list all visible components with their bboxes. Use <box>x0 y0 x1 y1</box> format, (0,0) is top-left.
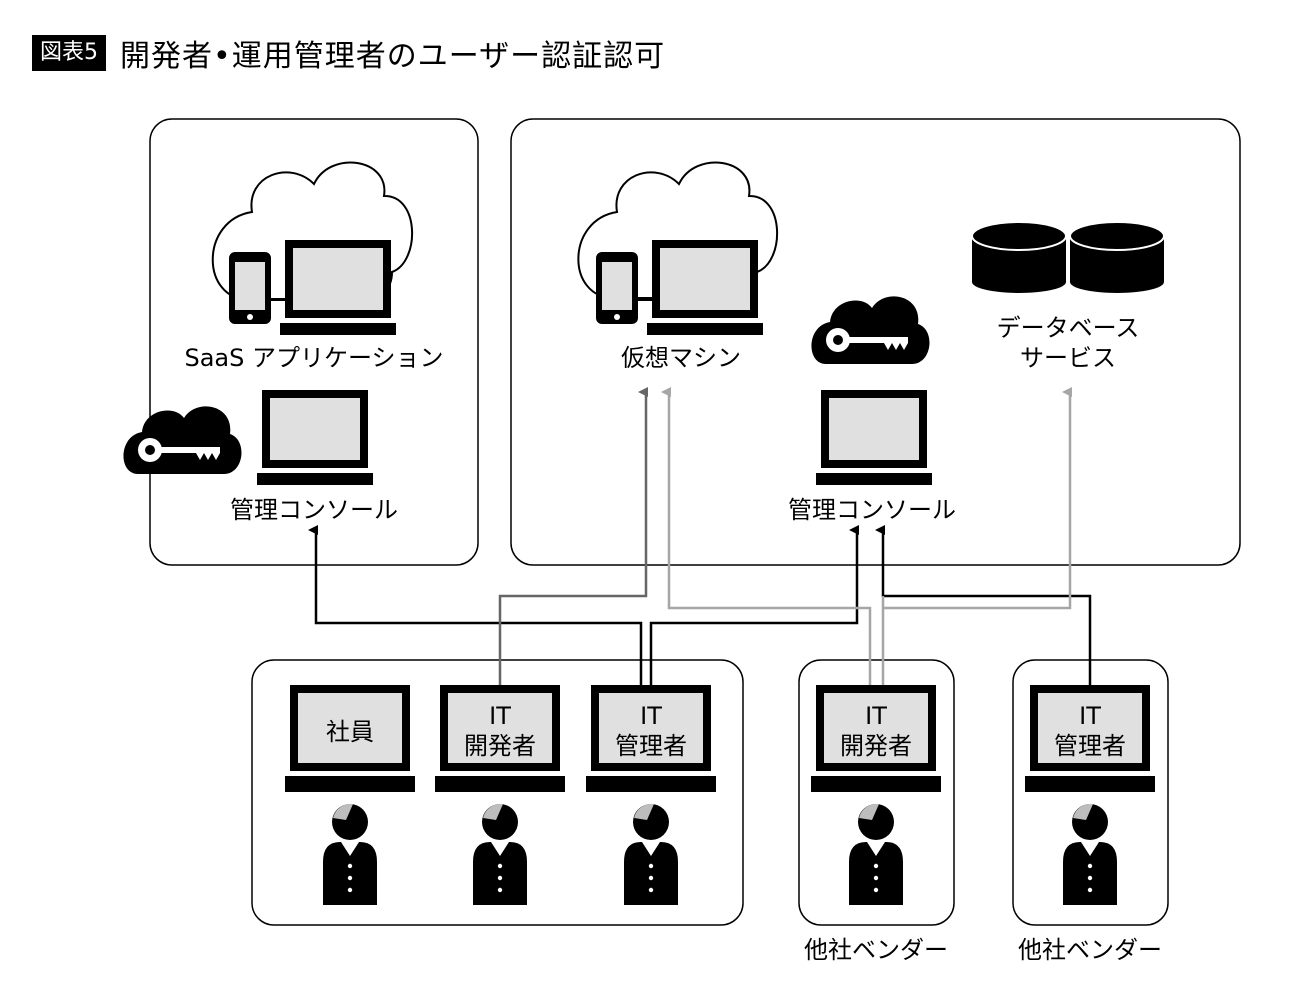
user-role-label: 社員 <box>326 718 374 746</box>
vm-icon <box>577 161 778 335</box>
person-icon <box>849 803 903 905</box>
user-role-label: 開発者 <box>464 732 536 760</box>
vendor-group-box-1 <box>798 659 955 926</box>
laptop-icon <box>586 685 716 792</box>
arrow-vendor-dev-to-vm <box>661 387 872 685</box>
user-role-label: IT <box>1079 702 1101 730</box>
key-cloud-icon <box>123 406 242 474</box>
arrow-vendor-admin-to-console <box>875 525 1092 685</box>
user-role-label: 管理者 <box>615 732 687 760</box>
laptop-icon <box>811 685 941 792</box>
arrow-admin-to-saas-console <box>308 525 643 685</box>
figure-header: 図表5 開発者•運用管理者のユーザー認証認可 <box>32 33 666 74</box>
user-role-label: 管理者 <box>1054 732 1126 760</box>
employee-group-box <box>251 659 744 926</box>
person-icon <box>323 803 377 905</box>
smartphone-icon <box>596 252 638 324</box>
arrow-vendor-dev-to-db <box>883 387 1072 610</box>
saas-app-icon <box>211 161 413 335</box>
vm-label: 仮想マシン <box>621 344 741 372</box>
vendor-label-1: 他社ベンダー <box>804 936 948 964</box>
user-terminal: 社員 <box>285 685 415 905</box>
key-cloud-icon <box>811 296 930 364</box>
connections <box>308 387 1092 685</box>
laptop-icon <box>647 240 763 335</box>
saas-app-label: SaaS アプリケーション <box>184 344 443 372</box>
figure-title: 開発者•運用管理者のユーザー認証認可 <box>120 39 666 74</box>
person-icon <box>624 803 678 905</box>
laptop-icon <box>285 685 415 792</box>
laptop-icon <box>1025 685 1155 792</box>
figure-label: 図表5 <box>32 35 106 71</box>
cloud-group-box <box>510 118 1241 566</box>
user-role-label: 開発者 <box>840 732 912 760</box>
console-label-right: 管理コンソール <box>788 496 956 524</box>
saas-group-box <box>149 118 479 566</box>
smartphone-icon <box>229 252 271 324</box>
laptop-icon <box>280 240 396 335</box>
arrow-developer-to-vm <box>498 387 648 685</box>
person-icon <box>473 803 527 905</box>
db-label-line2: サービス <box>1020 344 1116 372</box>
console-label-left: 管理コンソール <box>230 496 398 524</box>
database-icon <box>971 221 1165 293</box>
person-icon <box>1063 803 1117 905</box>
user-role-label: IT <box>640 702 662 730</box>
vendor-label-2: 他社ベンダー <box>1018 936 1162 964</box>
laptop-icon <box>435 685 565 792</box>
console-laptop-icon-right <box>816 390 932 485</box>
user-role-label: IT <box>865 702 887 730</box>
console-laptop-icon-left <box>257 390 373 485</box>
db-label-line1: データベース <box>997 314 1140 342</box>
user-role-label: IT <box>489 702 511 730</box>
arrow-admin-to-console <box>649 525 859 685</box>
